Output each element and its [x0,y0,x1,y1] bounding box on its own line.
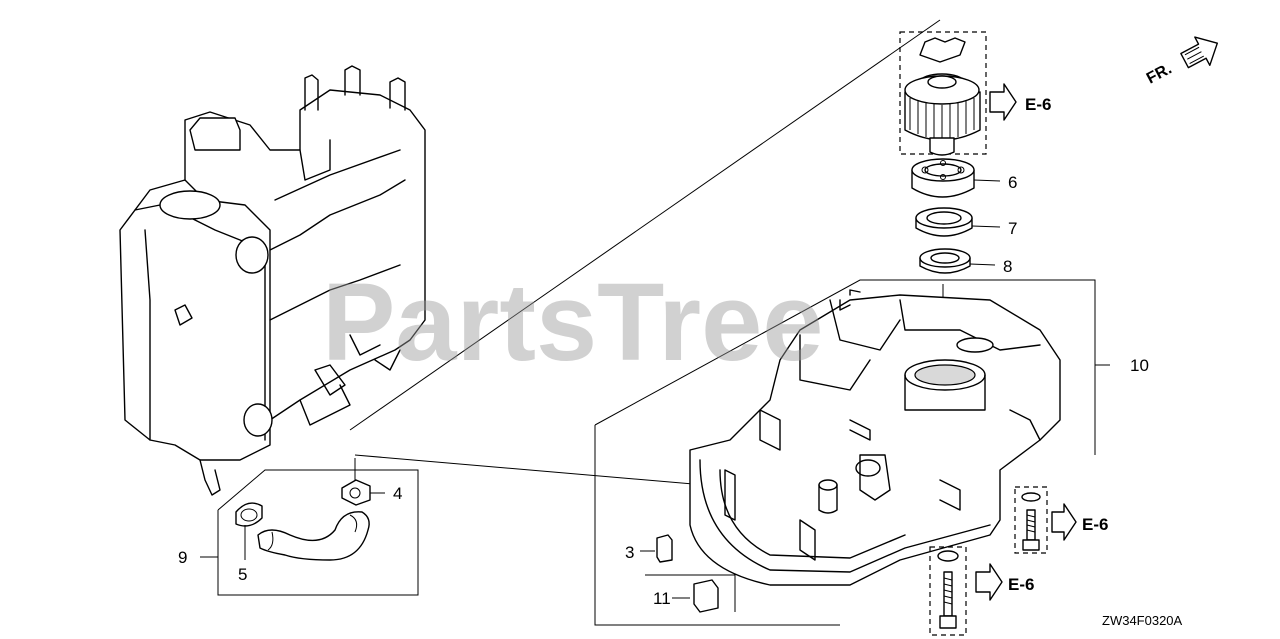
callout-8: 8 [1003,257,1012,276]
reference-arrow-2 [1051,503,1077,541]
leader-engine-to-gear [349,19,941,431]
reference-label-1: E-6 [1025,95,1051,114]
bearing-part [911,158,1001,198]
front-indicator-label: FR. [1144,60,1175,87]
front-direction-arrow [1180,36,1219,69]
callout-10: 10 [1130,356,1149,375]
callout-11: 11 [653,589,671,608]
lower-bolt [929,546,967,636]
reference-arrow-3 [975,563,1003,601]
callout-9: 9 [178,548,187,567]
callout-6: 6 [1008,173,1017,192]
callout-3: 3 [625,543,634,562]
grommet-part [640,534,673,563]
clamp-hose-group [200,469,419,596]
callout-5: 5 [238,565,247,584]
clip-part [341,458,385,506]
reference-label-2: E-6 [1082,515,1108,534]
hose-clamp-part [235,502,263,560]
seal-block-group [645,574,736,613]
watermark-text: PartsTree [322,261,823,384]
seal-part [919,248,996,274]
hose-part [257,511,370,561]
oil-seal-part [915,207,1001,237]
diagram-code: ZW34F0320A [1102,613,1183,628]
callout-4: 4 [393,484,402,503]
reference-arrow-1 [989,83,1017,121]
engine-block-drawing [119,65,426,496]
drive-shaft-case [594,279,1110,626]
reference-label-3: E-6 [1008,575,1034,594]
upper-bolt [1014,486,1048,554]
callout-7: 7 [1008,219,1017,238]
gear-assembly [899,31,987,156]
